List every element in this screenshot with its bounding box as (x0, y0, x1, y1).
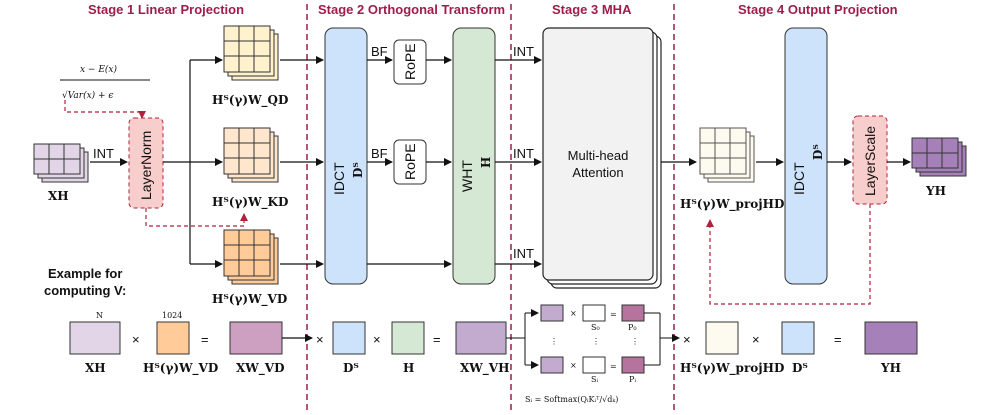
svg-text:=: = (610, 310, 617, 319)
example-h-label: H (403, 361, 414, 375)
svg-text:⋮: ⋮ (592, 337, 600, 346)
example-times-5: × (752, 332, 760, 347)
layernorm-formula: x − E(x) √Var(x) + ϵ (60, 64, 150, 101)
example-dim-label: 1024 (162, 311, 182, 320)
attn-s0-box (582, 304, 606, 322)
int-label-k: INT (513, 146, 534, 161)
attn-v0-box (540, 304, 564, 322)
bf-label-q: BF (371, 44, 388, 59)
xh-label: XH (48, 189, 69, 203)
svg-text:×: × (570, 361, 577, 370)
wv-matrix (223, 229, 279, 285)
attn-p0-box (621, 304, 645, 322)
example-eq-3: = (834, 332, 842, 347)
attn-pi-label: Pᵢ (629, 375, 636, 384)
h-label: H (479, 157, 493, 168)
attn-pi-box (621, 356, 645, 374)
svg-text:×: × (570, 309, 577, 318)
example-eq-1: = (201, 332, 209, 347)
example-times-4: × (683, 332, 691, 347)
idct-output-block (784, 27, 828, 285)
example-title-1: Example for (48, 266, 122, 281)
svg-text:⋮: ⋮ (550, 337, 558, 346)
example-n-label: N (96, 311, 103, 320)
attn-s0-label: S₀ (591, 323, 600, 332)
stage-3-title: Stage 3 MHA (552, 2, 632, 17)
example-xwvh-label: XW_VH (460, 361, 509, 376)
wq-matrix (223, 25, 279, 81)
stage-dividers (306, 4, 675, 410)
idct-block (324, 27, 368, 285)
svg-text:⋮: ⋮ (631, 337, 639, 346)
example-dt2-label: Dᵀ (792, 361, 808, 375)
example-dt-box (332, 321, 366, 355)
attn-si-box (582, 356, 606, 374)
example-wv-label: Hᵀ(γ)W_VD (143, 361, 218, 376)
softmax-formula: Sᵢ = Softmax(QᵢKᵢᵀ/√dₖ) (525, 395, 618, 404)
example-times-2: × (316, 332, 324, 347)
wk-label: Hᵀ(γ)W_KD (212, 195, 288, 210)
example-xwvd-label: XW_VD (236, 361, 285, 376)
attn-p0-label: P₀ (628, 323, 637, 332)
rope-q-box (393, 39, 427, 85)
example-wv-box (156, 321, 190, 355)
wht-block (452, 27, 496, 285)
wht-label: WHT (459, 160, 475, 192)
yh-output-matrix (911, 137, 967, 177)
stage-4-title: Stage 4 Output Projection (738, 2, 898, 17)
example-xh-label: XH (85, 361, 106, 375)
example-yh-box (864, 321, 918, 355)
wv-label: Hᵀ(γ)W_VD (212, 292, 287, 307)
layernorm-label: LayerNorm (138, 131, 154, 200)
layernorm-gamma-link (145, 208, 248, 227)
svg-text:x − E(x): x − E(x) (80, 64, 117, 75)
example-xh-box (69, 321, 121, 355)
mha-label-1: Multi-head (568, 148, 629, 163)
example-dt2-box (781, 321, 815, 355)
example-xwvh-box (455, 321, 507, 355)
dt-output-label: Dᵀ (811, 144, 825, 160)
svg-text:√Var(x) + ϵ: √Var(x) + ϵ (62, 90, 113, 101)
example-title-2: computing V: (44, 283, 126, 298)
yh-label: YH (925, 184, 946, 198)
layernorm-box (128, 117, 164, 209)
formula-link (64, 100, 146, 119)
dt-label: Dᵀ (351, 162, 365, 178)
stage-1-title: Stage 1 Linear Projection (88, 2, 244, 17)
example-yh-label: YH (880, 361, 901, 375)
rope-q-label: RoPE (402, 43, 418, 80)
idct-output-label: IDCT (791, 162, 807, 195)
int-label-input: INT (93, 146, 114, 161)
example-times-1: × (132, 332, 140, 347)
example-wproj-box (705, 321, 739, 355)
wproj-matrix (699, 127, 755, 183)
example-dt-label: Dᵀ (343, 361, 359, 375)
example-wproj-label: Hᵀ(γ)W_projHD (680, 361, 784, 376)
example-xwvd-box (229, 321, 283, 355)
rope-k-label: RoPE (402, 143, 418, 180)
int-label-q: INT (513, 44, 534, 59)
example-h-box (391, 321, 425, 355)
idct-label: IDCT (331, 162, 347, 195)
layerscale-label: LayerScale (862, 126, 878, 196)
stage-2-title: Stage 2 Orthogonal Transform (318, 2, 505, 17)
mha-label-2: Attention (572, 165, 623, 180)
int-label-v: INT (513, 246, 534, 261)
bf-label-k: BF (371, 146, 388, 161)
wk-matrix (223, 127, 279, 183)
attn-vi-box (540, 356, 564, 374)
xh-input-matrix (33, 143, 89, 183)
wq-label: Hᵀ(γ)W_QD (212, 93, 288, 108)
attn-si-label: Sᵢ (591, 375, 598, 384)
svg-text:=: = (610, 362, 617, 371)
example-eq-2: = (433, 332, 441, 347)
wproj-label: Hᵀ(γ)W_projHD (680, 197, 784, 212)
layerscale-gamma-link (706, 204, 871, 305)
example-times-3: × (373, 332, 381, 347)
